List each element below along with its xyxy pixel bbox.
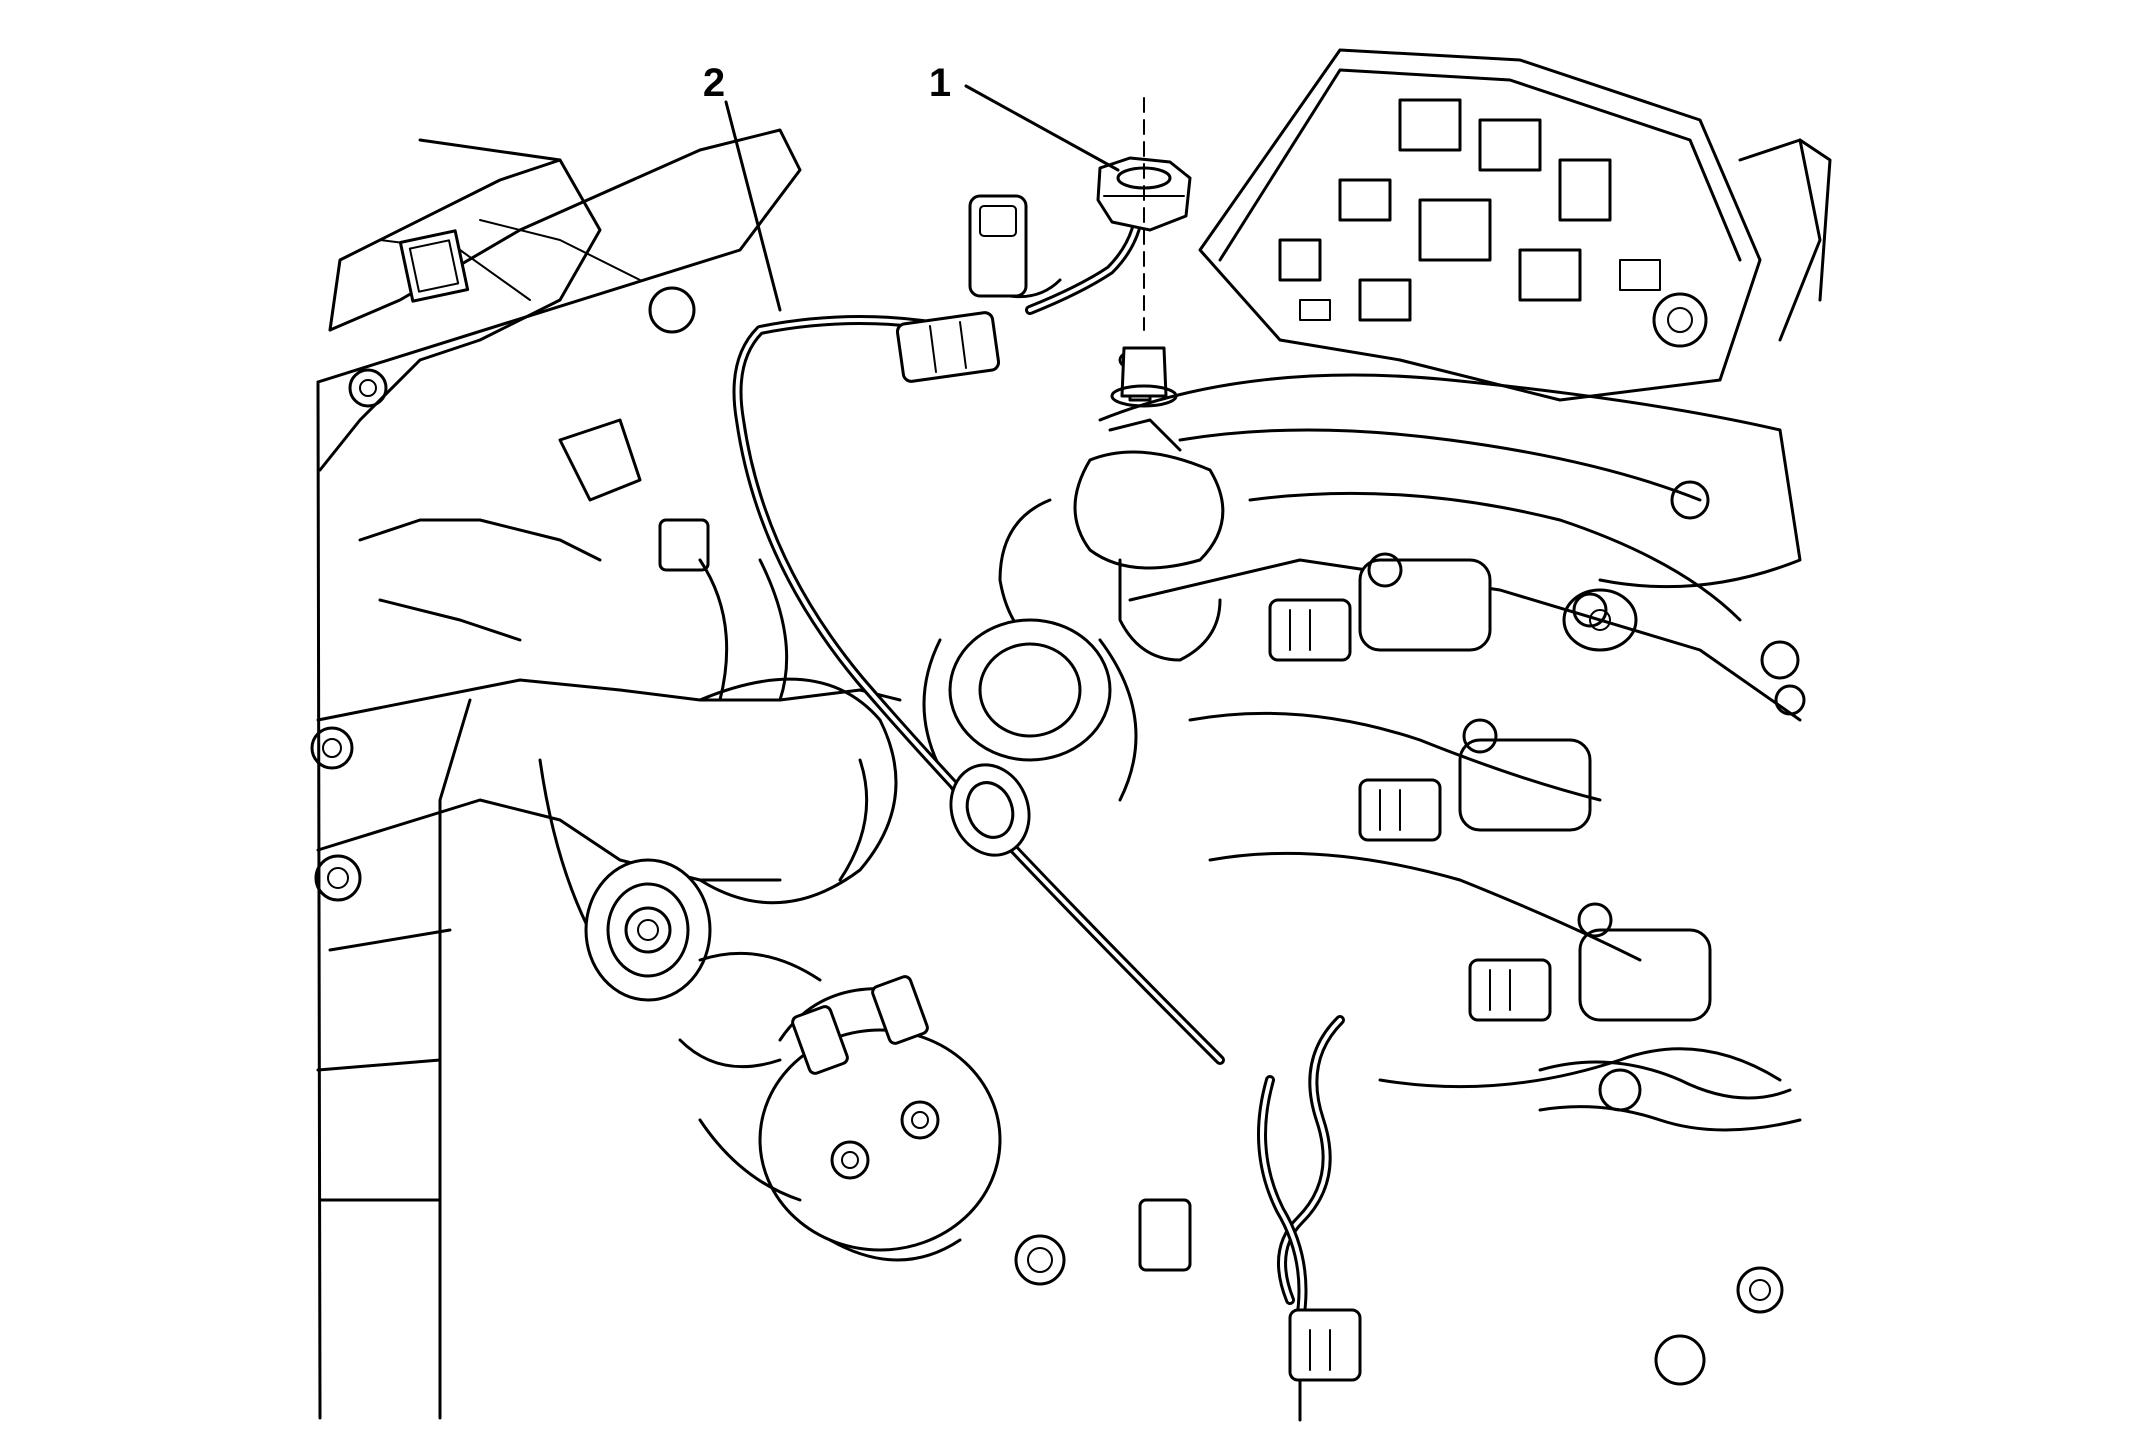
intake-manifold	[1098, 373, 1806, 722]
callout-2: 2	[703, 61, 782, 312]
front-cross-member	[310, 677, 902, 1002]
callout-1: 1	[929, 61, 1120, 172]
wire-harness	[732, 194, 1225, 1065]
ignition-coil-2	[1358, 718, 1592, 842]
coolant-hoses	[1257, 1015, 1802, 1422]
ignition-coils	[1188, 552, 1782, 1089]
left-frame-rail	[316, 128, 802, 1420]
mounting-stud	[1110, 97, 1178, 408]
callout-label-2: 2	[703, 61, 725, 105]
harness-ring-retainer	[949, 763, 1031, 857]
ignition-coil-1	[1268, 552, 1492, 662]
lower-connectors	[678, 951, 1784, 1386]
upper-sensor-connector	[558, 418, 789, 702]
throttle-body-area	[758, 618, 1138, 1262]
harness-connector	[968, 194, 1062, 299]
oil-filler-neck	[998, 348, 1225, 662]
callout-label-1: 1	[929, 61, 951, 105]
ignition-coil-3	[1468, 902, 1712, 1022]
fuse-relay-box	[1198, 48, 1832, 402]
